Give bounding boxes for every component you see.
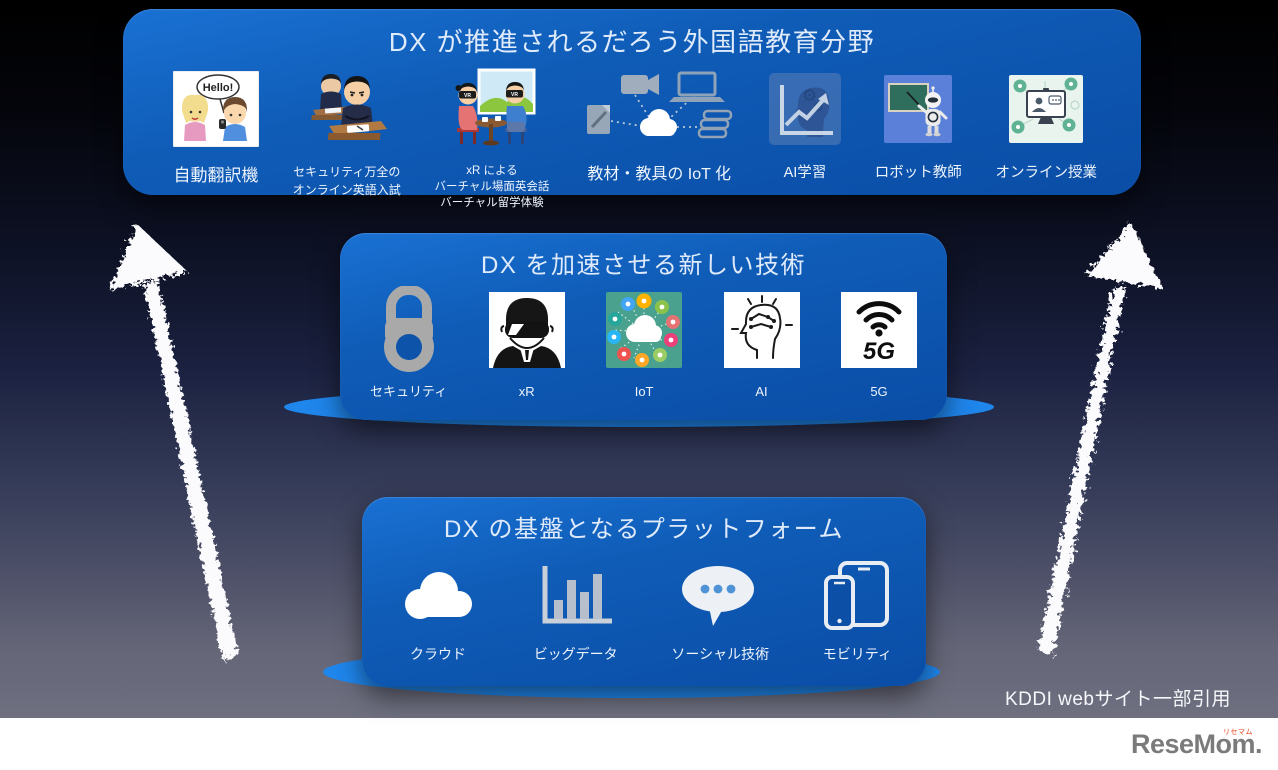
panel-platform-title: DX の基盤となるプラットフォーム [443, 516, 845, 543]
item-cloud: クラウド [396, 558, 480, 665]
xr-goggles-icon [488, 286, 565, 374]
item-label: セキュリティ万全の オンライン英語入試 [292, 165, 401, 197]
item-security: セキュリティ [370, 286, 447, 402]
item-label: AI学習 [783, 165, 827, 181]
social-bubble-icon [676, 558, 764, 634]
panel-technologies-title: DX を加速させる新しい技術 [480, 252, 806, 279]
big-data-icon [537, 558, 615, 634]
item-vr-conversation: VR VR xR による バーチャ [434, 67, 550, 211]
item-online-class: オンライン授業 [995, 67, 1098, 185]
item-label: ビッグデータ [533, 646, 618, 662]
item-online-exam: セキュリティ万全の オンライン英語入試 [293, 67, 401, 199]
item-mobility: モビリティ [823, 558, 892, 665]
logo-wordmark: ReseMom. [1130, 729, 1263, 759]
item-materials-iot: 教材・教具の IoT 化 [583, 67, 735, 187]
item-label: ロボット教師 [874, 165, 962, 181]
item-label: xR [518, 384, 535, 399]
item-label: xR による バーチャル場面英会話 バーチャル留学体験 [434, 165, 550, 210]
item-label: セキュリティ [370, 384, 448, 399]
education-items-row: Hello! 自動翻訳機 [123, 59, 1141, 211]
logo-ruby-text: リセマム [1223, 729, 1253, 736]
item-ai-learning: ⚙ ⚙ AI学習 [768, 67, 841, 185]
item-iot: IoT [606, 286, 683, 402]
panel-education-title: DX が推進されるだろう外国語教育分野 [388, 27, 876, 57]
technologies-items-row: セキュリティ xR [340, 280, 947, 402]
online-exam-icon [305, 67, 389, 151]
platform-items-row: クラウド ビッグデータ [362, 544, 926, 665]
chalk-arrow-up-right [1038, 223, 1163, 657]
item-label: IoT [634, 384, 654, 399]
online-class-icon [1009, 67, 1084, 151]
chalk-arrow-up-left [110, 224, 238, 661]
ai-learning-icon: ⚙ ⚙ [768, 67, 841, 151]
mobility-icon [823, 558, 891, 634]
item-label: 5G [870, 384, 888, 399]
item-big-data: ビッグデータ [534, 558, 618, 665]
item-robot-teacher: ロボット教師 [875, 67, 962, 185]
svg-text:VR: VR [464, 93, 471, 99]
security-lock-icon [376, 286, 442, 374]
ai-head-icon [723, 286, 800, 374]
translator-icon: Hello! [173, 67, 259, 151]
footer-white-band [0, 718, 1278, 770]
cloud-icon [396, 558, 480, 634]
item-label: AI [755, 384, 768, 399]
item-label: オンライン授業 [995, 165, 1098, 181]
iot-cloud-icon [606, 286, 683, 374]
item-xr: xR [488, 286, 565, 402]
item-auto-translator: Hello! 自動翻訳機 [173, 67, 259, 189]
svg-text:Hello!: Hello! [203, 82, 234, 94]
teaching-materials-iot-icon [583, 67, 735, 151]
panel-dx-platform: DX の基盤となるプラットフォーム クラウド [362, 497, 926, 686]
resemom-logo: リセマム ReseMom. [1130, 729, 1263, 760]
item-label: モビリティ [822, 646, 892, 662]
source-credit: KDDI webサイト一部引用 [1004, 689, 1231, 710]
item-label: ソーシャル技術 [671, 646, 770, 662]
item-label: クラウド [410, 646, 466, 662]
panel-education-fields: DX が推進されるだろう外国語教育分野 Hello! [123, 9, 1141, 209]
item-5g: 5G 5G [840, 286, 917, 402]
item-label: 教材・教具の IoT 化 [587, 166, 732, 183]
item-ai: AI [723, 286, 800, 402]
item-label: 自動翻訳機 [173, 166, 259, 185]
gear-glyph: ⚙ [802, 86, 817, 105]
svg-text:VR: VR [511, 92, 518, 98]
5g-icon: 5G [840, 286, 917, 374]
item-social: ソーシャル技術 [671, 558, 769, 665]
robot-teacher-icon [884, 67, 953, 151]
vr-conversation-icon: VR VR [447, 67, 537, 151]
panel-new-technologies: DX を加速させる新しい技術 セキュリティ [340, 233, 947, 420]
svg-text:5G: 5G [863, 338, 895, 365]
